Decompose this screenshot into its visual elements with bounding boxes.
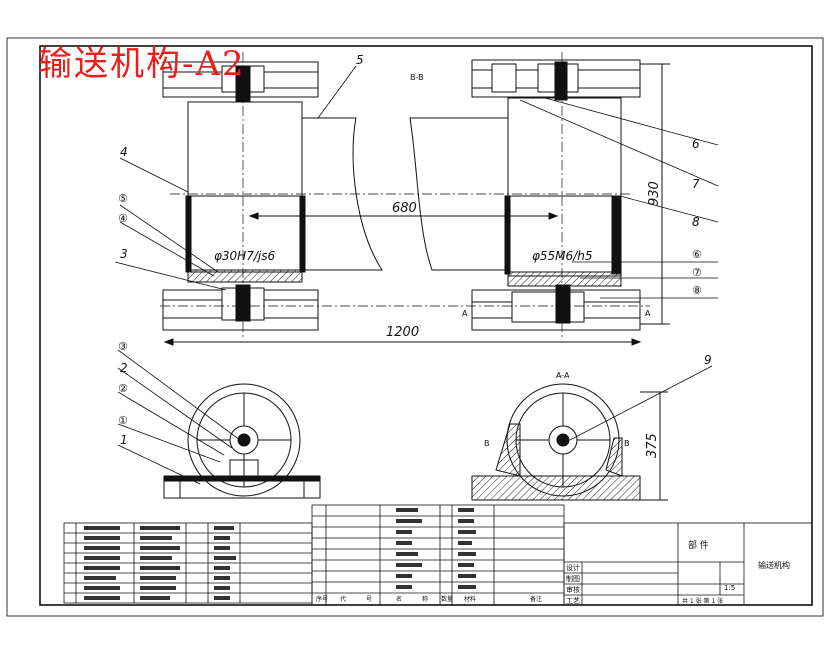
circled-number-1: ① bbox=[118, 414, 128, 427]
parts-list-left bbox=[63, 522, 313, 604]
title-block-role-drafting: 制图 bbox=[566, 574, 580, 583]
overlay-title: 输送机构-A2 bbox=[38, 44, 246, 84]
inner-border bbox=[39, 45, 813, 606]
parts-header-remark: 备注 bbox=[530, 595, 542, 603]
parts-header-name-a: 名 bbox=[396, 595, 402, 603]
title-block-role-process: 工艺 bbox=[566, 597, 580, 605]
title-block bbox=[563, 522, 813, 606]
section-marker-a-left: A bbox=[462, 309, 468, 318]
parts-header-qty: 数量 bbox=[441, 595, 453, 603]
title-block-scale: 1:5 bbox=[724, 584, 735, 592]
section-label-aa: A-A bbox=[556, 371, 570, 380]
parts-header-code-a: 代 bbox=[340, 595, 346, 603]
parts-header-index: 序号 bbox=[316, 595, 328, 603]
circled-number-3: ③ bbox=[118, 340, 128, 353]
section-marker-b-right: B bbox=[624, 439, 630, 448]
section-label-bb: B-B bbox=[410, 73, 424, 82]
left-drum bbox=[185, 101, 306, 283]
right-wheel bbox=[495, 383, 623, 497]
part-number-6: 6 bbox=[692, 137, 700, 151]
circled-number-6: ⑥ bbox=[692, 248, 702, 261]
circled-number-8: ⑧ bbox=[692, 284, 702, 297]
title-block-role-review: 审核 bbox=[566, 585, 580, 594]
dimension-height: 930 bbox=[647, 181, 662, 206]
section-marker-a-right: A bbox=[645, 309, 651, 318]
circled-number-4: ④ bbox=[118, 212, 128, 225]
part-number-7: 7 bbox=[692, 177, 700, 191]
parts-header-name-b: 称 bbox=[422, 595, 428, 603]
dimension-center-distance: 680 bbox=[392, 201, 417, 216]
part-number-1: 1 bbox=[120, 433, 128, 447]
part-number-5: 5 bbox=[356, 53, 364, 67]
part-number-3: 3 bbox=[120, 247, 128, 261]
left-base bbox=[163, 459, 321, 499]
title-block-role-design: 设计 bbox=[566, 563, 580, 572]
dimension-overall-length: 1200 bbox=[386, 325, 419, 340]
title-block-sheet-note: 共 1 张 第 1 张 bbox=[682, 597, 723, 605]
part-number-8: 8 bbox=[692, 215, 700, 229]
parts-list-middle bbox=[311, 504, 565, 606]
right-upper-frame bbox=[471, 59, 641, 101]
left-lower-frame bbox=[162, 284, 319, 331]
title-block-drawing-name: 输送机构 bbox=[758, 560, 790, 570]
title-block-heading: 部 件 bbox=[688, 539, 709, 551]
dimension-shaft-fit-right: φ55M6/h5 bbox=[532, 249, 592, 263]
outer-border bbox=[6, 37, 824, 617]
parts-header-code-b: 号 bbox=[366, 596, 372, 603]
left-wheel bbox=[187, 383, 301, 497]
circled-number-5: ⑤ bbox=[118, 192, 128, 205]
right-base bbox=[471, 475, 641, 501]
dimension-shaft-fit-left: φ30H7/js6 bbox=[214, 249, 275, 263]
part-number-9: 9 bbox=[704, 353, 712, 367]
belt-right-segment bbox=[409, 117, 508, 271]
part-number-2: 2 bbox=[120, 361, 128, 375]
circled-number-2: ② bbox=[118, 382, 128, 395]
right-lower-frame bbox=[471, 284, 641, 331]
circled-number-7: ⑦ bbox=[692, 266, 702, 279]
part-number-4: 4 bbox=[120, 145, 128, 159]
dimension-wheel-height: 375 bbox=[645, 433, 660, 458]
belt-left-segment bbox=[302, 117, 383, 271]
right-drum bbox=[504, 97, 622, 287]
section-marker-b-left: B bbox=[484, 439, 490, 448]
parts-header-material: 材料 bbox=[464, 595, 476, 603]
